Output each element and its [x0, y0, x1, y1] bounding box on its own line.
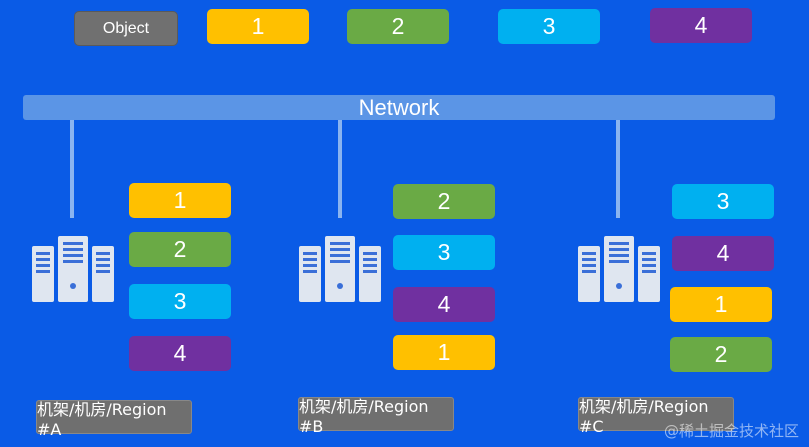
rack-b-block: 2	[393, 184, 495, 219]
watermark: @稀土掘金技术社区	[663, 422, 799, 440]
server-icon	[299, 236, 381, 302]
legend-block-4: 4	[650, 8, 752, 43]
rack-b-block: 4	[393, 287, 495, 322]
rack-a-block: 2	[129, 232, 231, 267]
network-label: Network	[358, 94, 440, 120]
rack-c-block: 1	[670, 287, 772, 322]
rack-b-block: 3	[393, 235, 495, 270]
rack-b-block: 1	[393, 335, 495, 370]
server-icon	[32, 236, 114, 302]
network-bar: Network	[23, 95, 775, 120]
rack-c-block: 4	[672, 236, 774, 271]
rack-a-block: 4	[129, 336, 231, 371]
legend-block-3: 3	[498, 9, 600, 44]
object-block: Object	[74, 11, 178, 46]
connector-c	[616, 120, 620, 218]
rack-a-block: 3	[129, 284, 231, 319]
legend-block-2: 2	[347, 9, 449, 44]
region-label-c: 机架/机房/Region #C	[578, 397, 734, 436]
legend-block-1: 1	[207, 9, 309, 44]
rack-c-block: 3	[672, 184, 774, 219]
region-label-b: 机架/机房/Region #B	[298, 397, 454, 436]
server-icon	[578, 236, 660, 302]
connector-b	[338, 120, 342, 218]
rack-a-block: 1	[129, 183, 231, 218]
connector-a	[70, 120, 74, 218]
region-label-a: 机架/机房/Region #A	[36, 400, 192, 439]
rack-c-block: 2	[670, 337, 772, 372]
